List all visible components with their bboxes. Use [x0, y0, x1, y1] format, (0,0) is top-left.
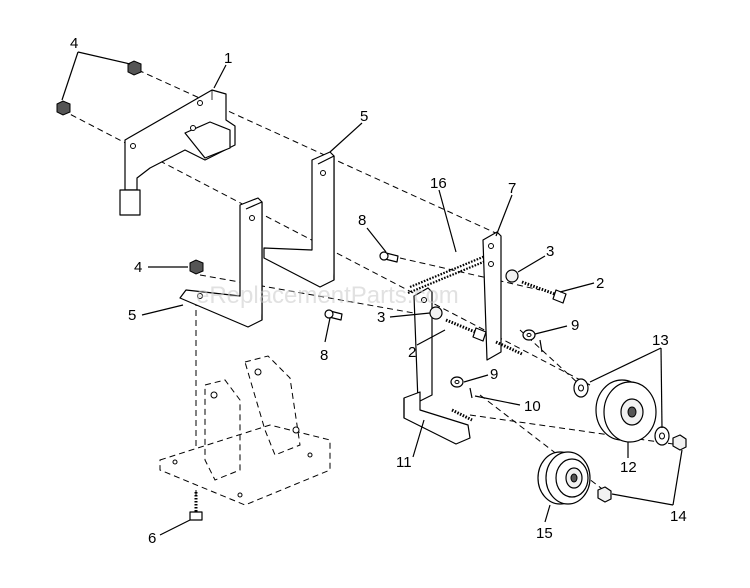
- callout-15: 15: [536, 525, 553, 542]
- spring-part: [407, 250, 496, 295]
- callout-10: 10: [524, 398, 541, 415]
- nut-part: [56, 60, 204, 275]
- assembly-line: [199, 274, 426, 316]
- v-pulley-part: [537, 451, 591, 505]
- assembly-line: [479, 394, 611, 496]
- callout-9: 9: [571, 317, 579, 334]
- mounting-base: [159, 355, 331, 506]
- callout-1: 1: [224, 50, 232, 67]
- stud-part: [451, 340, 523, 422]
- callout-2: 2: [408, 344, 416, 361]
- callout-12: 12: [620, 459, 637, 476]
- callout-13: 13: [652, 332, 669, 349]
- vertical-plate-part: [413, 231, 502, 403]
- callout-7: 7: [508, 180, 516, 197]
- callout-16: 16: [430, 175, 447, 192]
- watermark: eReplacementParts.com: [196, 282, 459, 309]
- flat-idler-pulley-part: [595, 379, 657, 443]
- callout-5: 5: [128, 307, 136, 324]
- washer-part: [450, 329, 536, 388]
- spacer-part: [429, 269, 519, 320]
- u-bracket-part: [179, 151, 335, 328]
- bolt-part: [189, 492, 203, 521]
- callout-11: 11: [396, 454, 412, 471]
- l-bracket-part: [403, 391, 471, 445]
- callout-14: 14: [670, 508, 687, 525]
- bolt-part: [445, 280, 567, 342]
- callout-labels: 4 1 5 16 7 8 3 4 2 5 3 9 8 2 13 9 10 11 …: [70, 35, 687, 547]
- callout-9: 9: [490, 366, 498, 383]
- callout-4: 4: [134, 259, 142, 276]
- callout-2: 2: [596, 275, 604, 292]
- assembly-line: [469, 414, 681, 446]
- bracket-plate-part: [119, 89, 236, 216]
- callout-3: 3: [546, 243, 554, 260]
- large-washer-part: [573, 378, 670, 446]
- callout-8: 8: [320, 347, 328, 364]
- pin-part: [324, 251, 399, 321]
- assembly-line: [399, 257, 541, 291]
- callout-3: 3: [377, 309, 385, 326]
- nut-part: [597, 434, 687, 503]
- callout-6: 6: [148, 530, 156, 547]
- callout-4: 4: [70, 35, 78, 52]
- leader-lines: [61, 51, 683, 536]
- cotter-pin-part: [469, 339, 543, 399]
- callout-8: 8: [358, 212, 366, 229]
- callout-5: 5: [360, 108, 368, 125]
- assembly-line: [137, 69, 501, 236]
